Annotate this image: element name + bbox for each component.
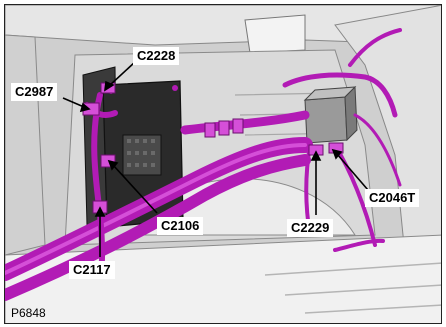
connector-mid-2: [218, 120, 230, 136]
illustration-frame: C2228 C2987 C2106 C2117 C2229 C2046T P68…: [4, 4, 442, 324]
leader-c2046t: [336, 153, 369, 191]
connector-mid-1: [204, 122, 216, 138]
callout-c2046t: C2046T: [365, 189, 420, 207]
callout-c2117: C2117: [69, 261, 115, 279]
wiring-harness: [5, 28, 402, 301]
leader-lines: [62, 61, 369, 257]
floor-ribs: [264, 262, 441, 314]
leader-c2987: [62, 97, 85, 108]
callout-c2106: C2106: [157, 217, 204, 235]
module-pins: [127, 139, 155, 167]
callout-c2229: C2229: [287, 219, 334, 237]
remote-module-side: [344, 85, 358, 142]
leader-c2106: [112, 164, 158, 214]
figure-reference: P6848: [11, 306, 46, 320]
callout-c2228: C2228: [133, 47, 180, 65]
connector-mid-3: [232, 118, 244, 134]
floor-panel: [5, 234, 441, 323]
upper-window-frame: [244, 14, 306, 54]
remote-module: [304, 96, 348, 144]
leader-c2228: [108, 61, 136, 87]
callout-c2987: C2987: [11, 83, 58, 101]
